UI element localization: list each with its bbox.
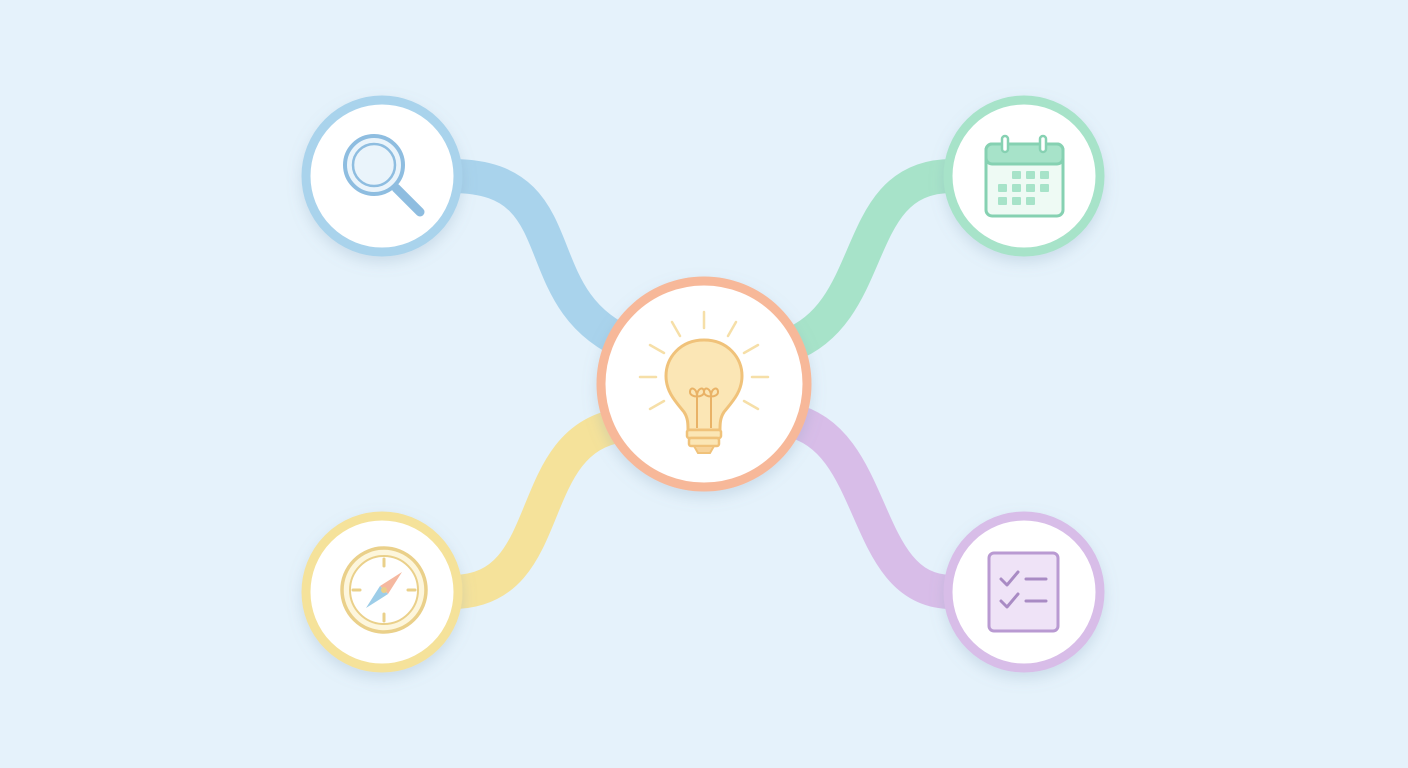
compass-icon	[340, 546, 428, 634]
connector-compass	[435, 408, 639, 609]
connector-calendar	[773, 159, 969, 362]
connector-checklist	[773, 403, 969, 609]
connector-search	[435, 159, 647, 362]
node-calendar[interactable]	[943, 95, 1105, 257]
calendar-icon	[984, 134, 1065, 218]
lightbulb-icon	[638, 310, 770, 454]
node-checklist[interactable]	[943, 511, 1105, 673]
search-icon	[343, 134, 425, 217]
node-compass[interactable]	[301, 511, 463, 673]
node-central-idea[interactable]	[596, 276, 812, 492]
node-search[interactable]	[301, 95, 463, 257]
checklist-icon	[987, 551, 1060, 633]
